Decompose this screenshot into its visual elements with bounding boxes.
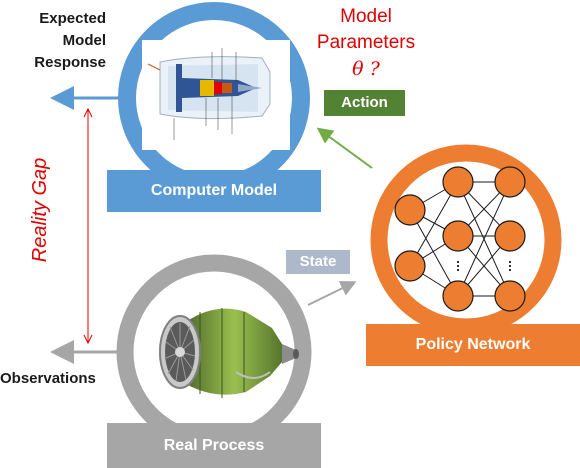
theta-label: θ ?: [352, 58, 380, 80]
expected-line-1: Expected: [39, 10, 106, 27]
reality-gap-text: Reality Gap: [29, 157, 51, 263]
jet-engine-icon: [159, 308, 299, 398]
nn-node: [442, 280, 474, 312]
real-process-badge: Real Process: [107, 423, 321, 468]
model-params-line-2: Parameters: [316, 32, 416, 53]
policy-network-badge: Policy Network: [366, 324, 580, 366]
real-process-label: Real Process: [163, 437, 265, 454]
model-parameters-label: Model Parameters θ ?: [296, 4, 436, 82]
computer-model-label: Computer Model: [150, 182, 278, 199]
reality-gap-arrowhead-top: [83, 107, 93, 118]
state-arrow: [307, 281, 357, 306]
observations-text: Observations: [0, 370, 96, 387]
computer-model-badge: Computer Model: [107, 170, 321, 212]
nn-node: [394, 250, 426, 282]
reality-gap-label: Reality Gap: [28, 150, 52, 270]
nn-node: [394, 194, 426, 226]
model-params-line-1: Model: [340, 6, 392, 27]
expected-model-response-label: Expected Model Response: [0, 8, 106, 74]
reality-gap-arrowhead-bottom: [83, 334, 93, 345]
nn-node: [442, 166, 474, 198]
action-label: Action: [341, 94, 388, 111]
nn-node: [494, 280, 526, 312]
nn-node: [494, 166, 526, 198]
nn-node: [442, 220, 474, 252]
state-badge: State: [286, 250, 350, 274]
expected-line-2: Model: [62, 32, 106, 49]
state-label: State: [299, 253, 337, 270]
observations-label: Observations: [0, 368, 96, 390]
policy-network-label: Policy Network: [415, 336, 531, 353]
action-badge: Action: [324, 90, 405, 116]
expected-line-3: Response: [34, 54, 106, 71]
neural-network-icon: [394, 166, 526, 312]
action-arrow: [316, 127, 373, 169]
nn-node: [494, 220, 526, 252]
turbofan-schematic-icon: [142, 40, 290, 150]
